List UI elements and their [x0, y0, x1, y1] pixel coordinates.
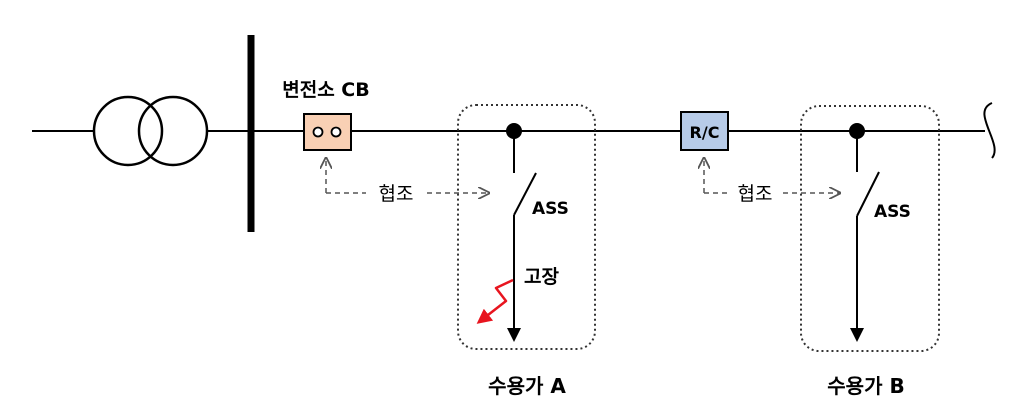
customer-b-label: 수용가 B [827, 374, 904, 398]
fault-arrow-icon [476, 278, 514, 324]
transformer-icon [92, 95, 209, 167]
ass-a-label: ASS [532, 199, 569, 219]
recloser-label: R/C [690, 123, 720, 142]
line-break-icon [983, 102, 996, 159]
customer-a-label: 수용가 A [488, 374, 566, 398]
ass-b-label: ASS [874, 202, 911, 222]
fault-label: 고장 [524, 266, 559, 288]
load-a-arrow-icon [507, 328, 521, 342]
coordination-label-right: 협조 [738, 183, 773, 205]
coordination-arrows-left [326, 158, 489, 193]
substation-cb-label: 변전소 CB [282, 79, 369, 101]
load-b-arrow-icon [850, 328, 864, 342]
ass-b-switch-icon [856, 171, 880, 217]
substation-cb-icon [303, 113, 352, 151]
coordination-arrows-right [704, 158, 840, 193]
coordination-label-left: 협조 [379, 183, 414, 205]
ass-a-switch-icon [513, 172, 537, 216]
customer-a-boundary [457, 104, 596, 350]
recloser-icon [680, 111, 729, 151]
customer-b-boundary [800, 105, 940, 352]
